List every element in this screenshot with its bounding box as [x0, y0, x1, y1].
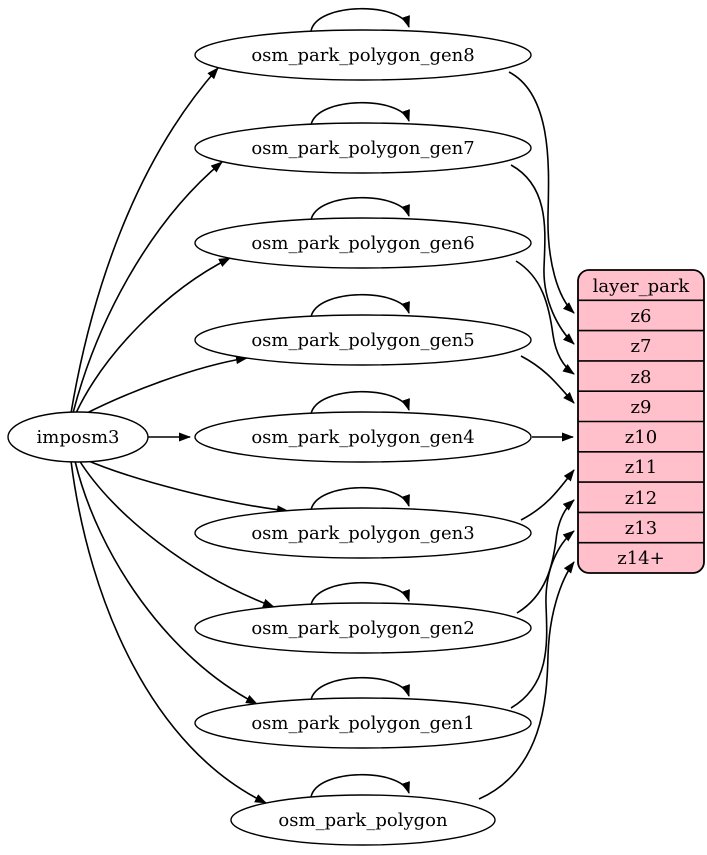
gen8-label: osm_park_polygon_gen8 [251, 45, 474, 66]
node-osm-park-polygon-gen6: osm_park_polygon_gen6 [194, 217, 532, 269]
gen4-ellipse [194, 411, 532, 463]
imposm3-label: imposm3 [37, 427, 120, 448]
edge-imposm3-to-gen3 [83, 458, 289, 515]
self-loop-gen6 [310, 196, 410, 221]
layer-row-z12: z12 [625, 488, 657, 509]
osm-park-polygon-label: osm_park_polygon [278, 810, 448, 831]
gen1-ellipse [194, 697, 532, 749]
gen8-ellipse [194, 29, 532, 81]
edge-gen1-to-z13 [510, 530, 575, 709]
node-osm-park-polygon-gen4: osm_park_polygon_gen4 [194, 411, 532, 463]
osm-park-polygon-ellipse [230, 794, 496, 846]
layer-row-z10: z10 [625, 427, 657, 448]
edge-imposm3-to-osm-park-polygon [70, 460, 267, 804]
edges-source-to-tables [70, 67, 289, 804]
edge-gen6-to-z8 [515, 260, 575, 375]
node-osm-park-polygon-gen5: osm_park_polygon_gen5 [194, 314, 532, 366]
layer-park-title: layer_park [593, 276, 691, 297]
self-loop-osm-park-polygon [310, 773, 410, 798]
gen1-label: osm_park_polygon_gen1 [251, 713, 474, 734]
layer-park-table: layer_park z6 z7 z8 z9 z10 z11 z12 z13 z… [577, 269, 705, 574]
edge-gen8-to-z6 [508, 71, 575, 314]
gen3-label: osm_park_polygon_gen3 [251, 523, 474, 544]
gen2-label: osm_park_polygon_gen2 [251, 618, 474, 639]
gen4-label: osm_park_polygon_gen4 [251, 427, 474, 448]
edge-gen3-to-z11 [520, 469, 575, 521]
node-osm-park-polygon-gen1: osm_park_polygon_gen1 [194, 697, 532, 749]
node-osm-park-polygon-gen2: osm_park_polygon_gen2 [194, 602, 532, 654]
edge-gen7-to-z7 [510, 164, 575, 345]
gen5-ellipse [194, 314, 532, 366]
edge-imposm3-to-gen2 [78, 459, 275, 608]
self-loop-gen2 [310, 581, 410, 606]
gen6-ellipse [194, 217, 532, 269]
layer-row-z8: z8 [631, 367, 652, 388]
edge-imposm3-to-gen6 [75, 257, 231, 414]
gen7-ellipse [194, 122, 532, 174]
layer-row-z14plus: z14+ [617, 548, 664, 569]
self-loop-gen5 [310, 293, 410, 318]
gen5-label: osm_park_polygon_gen5 [251, 330, 474, 351]
gen7-label: osm_park_polygon_gen7 [251, 138, 474, 159]
layer-row-z9: z9 [631, 397, 652, 418]
self-loop-gen8 [310, 7, 410, 32]
node-imposm3: imposm3 [7, 411, 149, 463]
self-loop-gen7 [310, 101, 410, 126]
edge-imposm3-to-gen7 [72, 161, 223, 414]
imposm3-ellipse [7, 411, 149, 463]
gen2-ellipse [194, 602, 532, 654]
layer-row-z11: z11 [625, 457, 657, 478]
edge-osm-park-polygon-to-z14plus [478, 561, 575, 800]
edge-imposm3-to-gen8 [70, 67, 219, 414]
layer-row-z13: z13 [625, 518, 657, 539]
gen6-label: osm_park_polygon_gen6 [251, 233, 474, 254]
node-osm-park-polygon-gen7: osm_park_polygon_gen7 [194, 122, 532, 174]
self-loop-gen4 [310, 390, 410, 415]
layer-row-z7: z7 [631, 336, 652, 357]
edge-gen5-to-z9 [520, 355, 575, 404]
node-osm-park-polygon-gen8: osm_park_polygon_gen8 [194, 29, 532, 81]
edge-gen2-to-z12 [516, 499, 575, 614]
edges-tables-to-layer [478, 71, 575, 800]
self-loop-gen1 [310, 676, 410, 701]
edge-imposm3-to-gen5 [82, 355, 248, 416]
gen3-ellipse [194, 507, 532, 559]
node-osm-park-polygon: osm_park_polygon [230, 794, 496, 846]
layer-row-z6: z6 [631, 306, 652, 327]
node-osm-park-polygon-gen3: osm_park_polygon_gen3 [194, 507, 532, 559]
self-loop-gen3 [310, 486, 410, 511]
edge-imposm3-to-gen1 [74, 460, 258, 705]
self-loops [310, 7, 410, 798]
